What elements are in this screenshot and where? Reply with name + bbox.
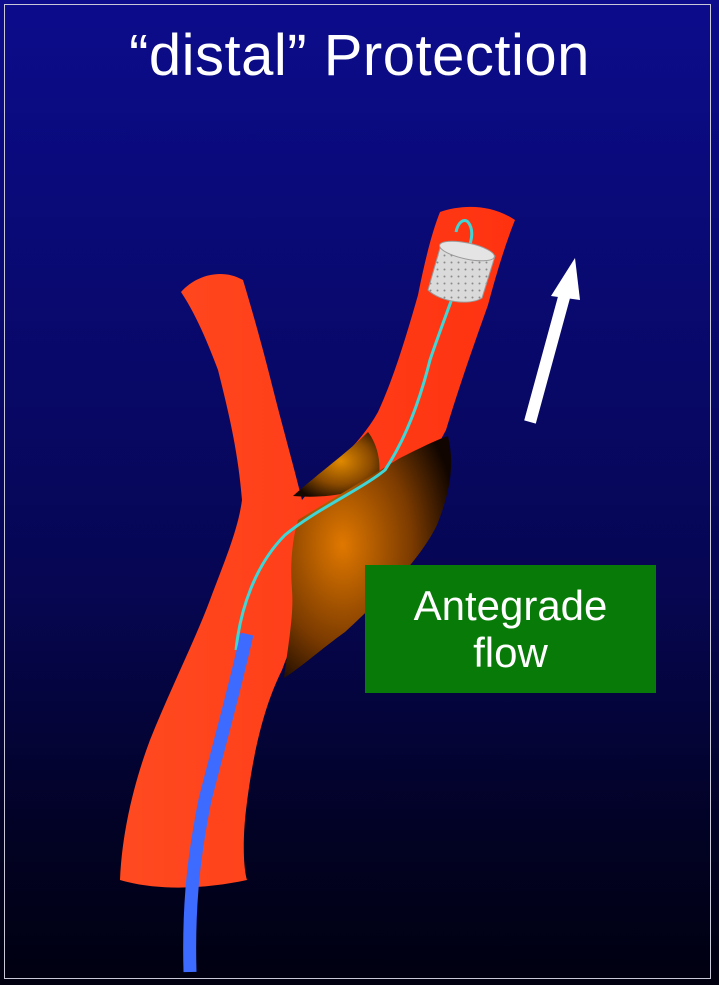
- label-line-1: Antegrade: [414, 582, 608, 629]
- label-line-2: flow: [473, 629, 548, 676]
- flow-arrow-icon: [530, 258, 580, 422]
- antegrade-flow-label: Antegrade flow: [365, 565, 656, 693]
